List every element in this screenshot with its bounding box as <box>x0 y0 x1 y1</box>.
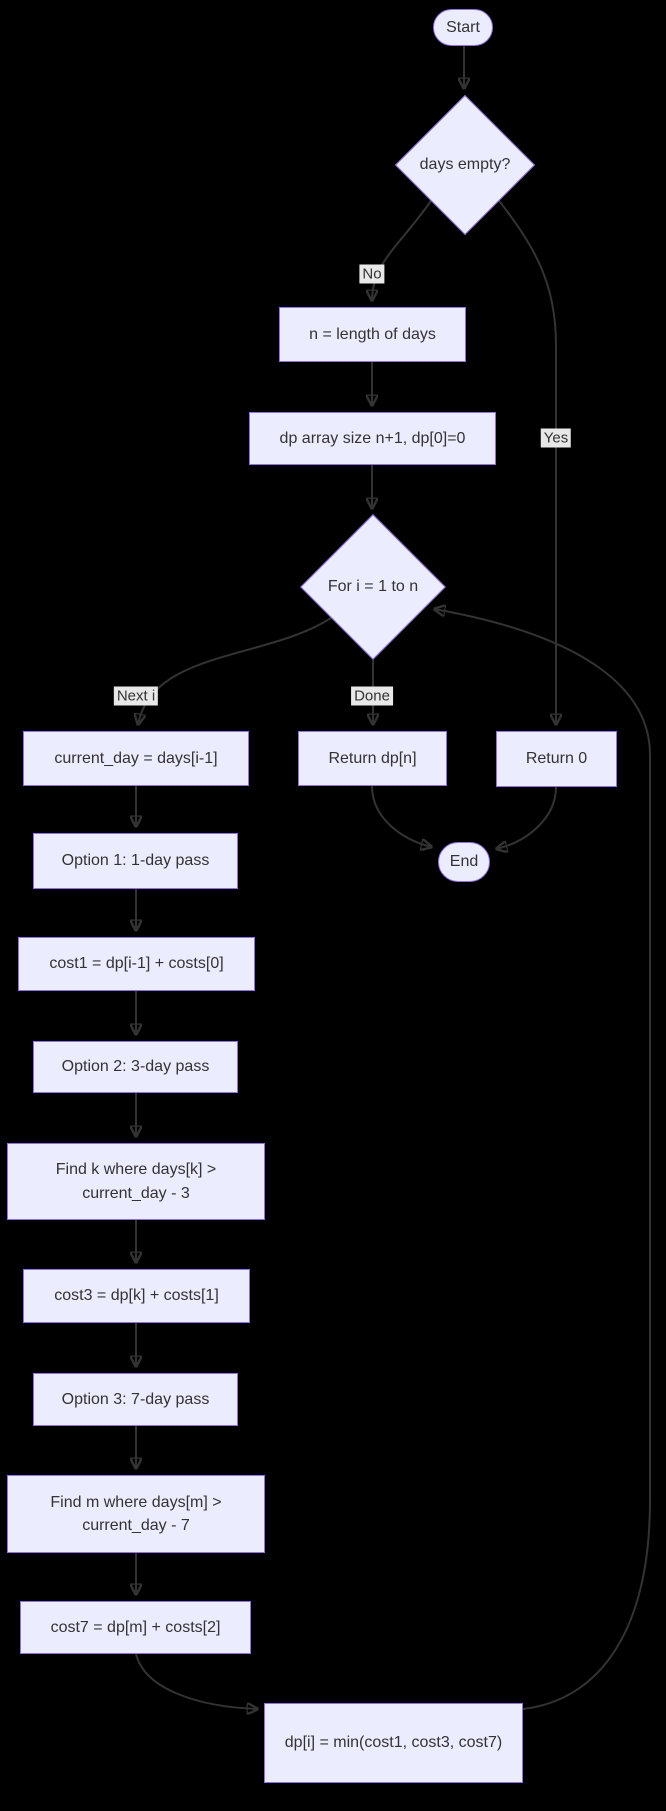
edge-dp-min-loop-to-for-loop <box>434 609 651 1710</box>
edge-label-no: No <box>359 264 385 284</box>
edge-cost7-to-dp-min <box>135 1653 258 1709</box>
node-return-0: Return 0 <box>496 731 617 787</box>
node-dp-array: dp array size n+1, dp[0]=0 <box>249 412 496 465</box>
node-return-dpn: Return dp[n] <box>298 731 447 786</box>
node-cost3: cost3 = dp[k] + costs[1] <box>23 1269 250 1323</box>
node-cost1: cost1 = dp[i-1] + costs[0] <box>18 937 255 991</box>
node-start: Start <box>433 9 493 46</box>
node-find-m: Find m where days[m] > current_day - 7 <box>7 1475 265 1553</box>
edge-label-next-i: Next i <box>113 686 159 706</box>
node-option1: Option 1: 1-day pass <box>33 833 238 889</box>
node-current-day: current_day = days[i-1] <box>23 731 249 786</box>
decision-days-empty-label: days empty? <box>419 156 511 173</box>
decision-for-loop: For i = 1 to n <box>300 514 446 660</box>
node-option2: Option 2: 3-day pass <box>33 1041 238 1093</box>
edge-return-0-to-end <box>496 786 557 849</box>
decision-days-empty: days empty? <box>394 94 536 236</box>
edge-days-empty-no <box>372 197 434 301</box>
edge-days-empty-yes <box>496 197 556 725</box>
node-dp-min: dp[i] = min(cost1, cost3, cost7) <box>264 1703 523 1783</box>
node-end: End <box>438 842 490 882</box>
node-n-length: n = length of days <box>279 307 466 362</box>
edge-label-yes: Yes <box>540 428 572 448</box>
edge-return-dpn-to-end <box>371 785 432 847</box>
node-cost7: cost7 = dp[m] + costs[2] <box>20 1601 251 1654</box>
node-find-k: Find k where days[k] > current_day - 3 <box>7 1143 265 1220</box>
decision-for-loop-label: For i = 1 to n <box>327 578 419 595</box>
node-option3: Option 3: 7-day pass <box>33 1373 238 1426</box>
edge-label-done: Done <box>351 686 393 706</box>
